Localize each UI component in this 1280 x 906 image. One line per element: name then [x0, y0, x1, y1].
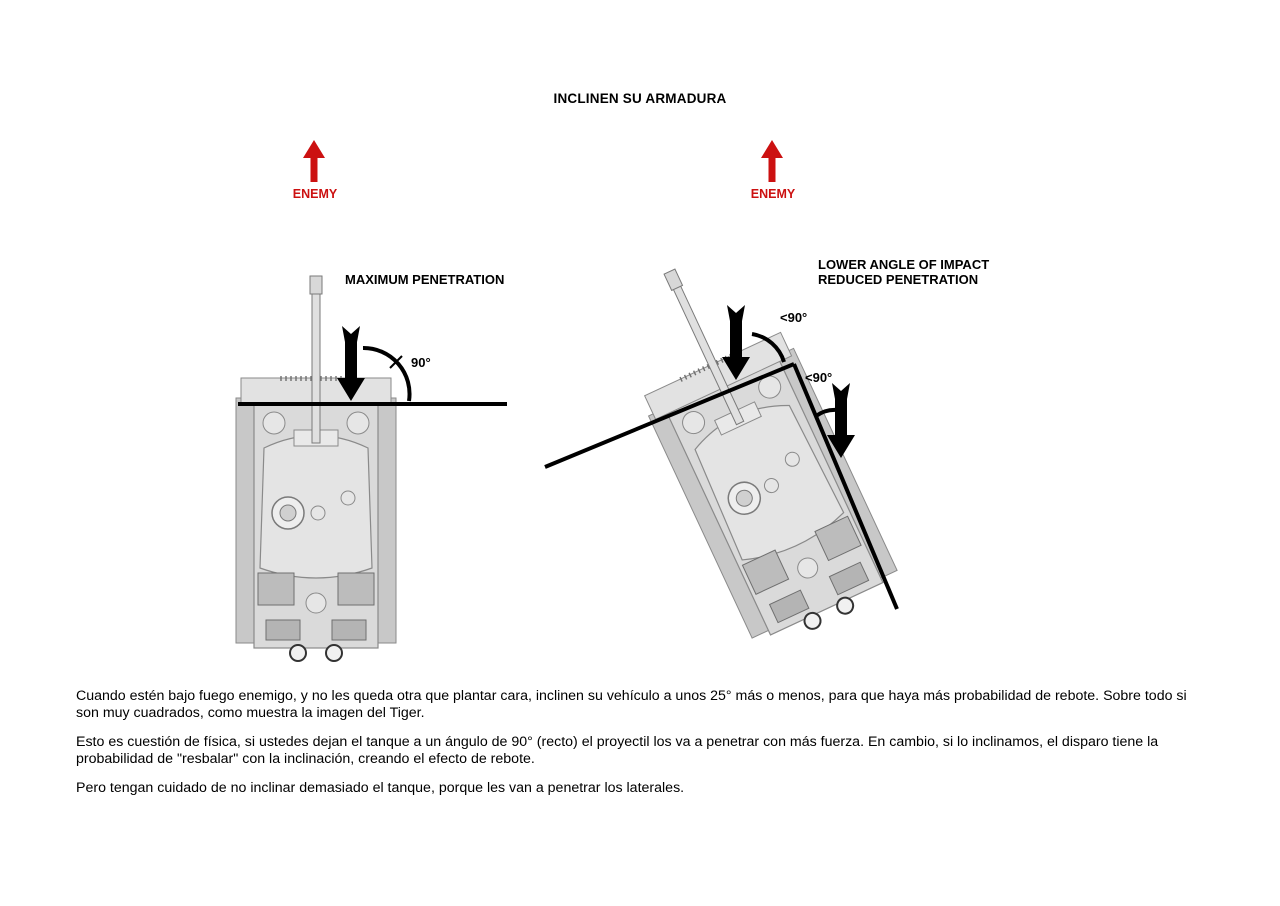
left-diagram: ENEMY 90° MAXIMUM PENETRATION [235, 140, 507, 662]
right-side-angle-label: <90° [805, 370, 832, 385]
left-caption: MAXIMUM PENETRATION [345, 272, 504, 287]
right-diagram: ENEMY <90° <90° LOWER ANGLE OF IMPACT RE… [544, 140, 989, 656]
body-text: Cuando estén bajo fuego enemigo, y no le… [76, 688, 1206, 809]
paragraph-2: Esto es cuestión de física, si ustedes d… [76, 734, 1159, 767]
right-caption-line2: REDUCED PENETRATION [818, 272, 978, 287]
right-front-angle-label: <90° [780, 310, 807, 325]
left-tank-image [235, 275, 397, 662]
left-angle-label: 90° [411, 355, 431, 370]
left-enemy-arrow-icon [303, 140, 325, 182]
left-enemy-label: ENEMY [293, 187, 338, 201]
paragraph-3: Pero tengan cuidado de no inclinar demas… [76, 780, 685, 796]
armor-angle-diagram: ENEMY 90° MAXIMUM PENETRATION ENEMY <90° [235, 140, 989, 662]
right-enemy-arrow-icon [761, 140, 783, 182]
right-side-angle-arc [814, 407, 839, 418]
right-side-line [792, 363, 899, 610]
right-front-angle-arc [751, 332, 786, 363]
right-enemy-label: ENEMY [751, 187, 796, 201]
right-caption-line1: LOWER ANGLE OF IMPACT [818, 257, 989, 272]
paragraph-1: Cuando estén bajo fuego enemigo, y no le… [76, 688, 1187, 721]
right-front-line [544, 362, 795, 469]
page-title: INCLINEN SU ARMADURA [553, 91, 727, 106]
right-tank-image [595, 236, 906, 656]
left-angle-tick-2 [389, 355, 403, 369]
